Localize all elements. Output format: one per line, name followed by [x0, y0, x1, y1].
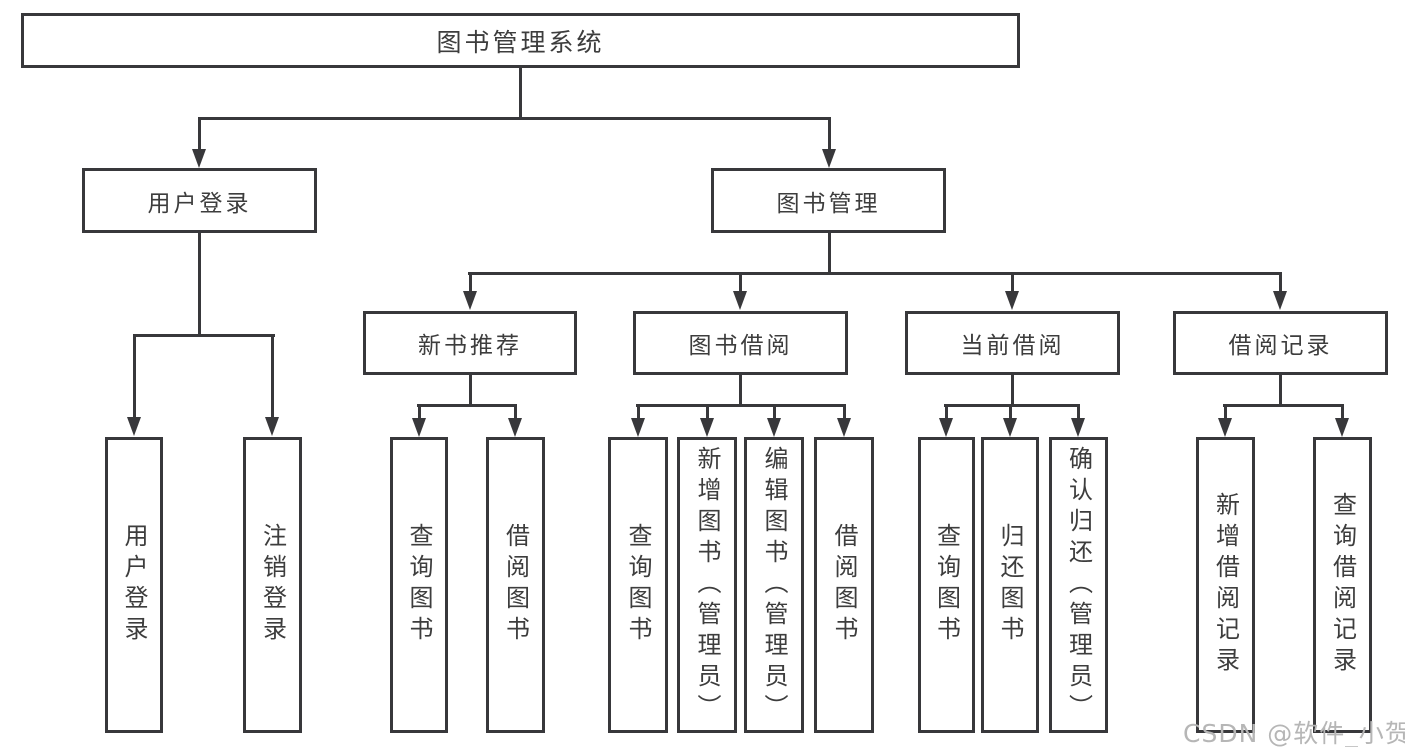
leaf-return-book: 归还图书	[981, 437, 1039, 733]
connector-line	[514, 404, 517, 420]
arrowhead-down	[837, 418, 851, 437]
connector-line	[843, 404, 846, 420]
arrowhead-down	[1003, 418, 1017, 437]
connector-line	[133, 334, 136, 418]
connector-line	[828, 117, 831, 149]
leaf-label: 借阅图书	[501, 523, 530, 647]
connector-line	[418, 404, 421, 420]
leaf-confirm-return-admin: 确认归还（管理员）	[1049, 437, 1108, 733]
node-new-book-recommend: 新书推荐	[363, 311, 577, 375]
connector-line	[739, 272, 742, 292]
arrowhead-down	[700, 418, 714, 437]
leaf-label: 查询图书	[624, 523, 652, 647]
connector-line	[828, 233, 831, 274]
connector-line	[198, 117, 831, 120]
arrowhead-down	[1273, 291, 1287, 310]
node-label: 借阅记录	[1228, 333, 1333, 359]
connector-line	[198, 117, 201, 149]
arrowhead-down	[939, 418, 953, 437]
connector-line	[1341, 404, 1344, 420]
leaf-label: 借阅图书	[830, 523, 858, 647]
node-label: 图书管理系统	[436, 27, 605, 57]
leaf-label: 新增图书（管理员）	[693, 445, 721, 725]
node-label: 新书推荐	[418, 333, 522, 359]
connector-line	[1224, 404, 1227, 420]
arrowhead-down	[1335, 418, 1349, 437]
connector-line	[417, 404, 517, 407]
connector-line	[519, 68, 522, 118]
leaf-label: 查询图书	[405, 523, 433, 647]
connector-line	[1011, 375, 1014, 406]
arrowhead-down	[1218, 418, 1232, 437]
leaf-query-book-2: 查询图书	[608, 437, 668, 733]
leaf-user-login: 用户登录	[105, 437, 163, 733]
leaf-query-borrow-record: 查询借阅记录	[1313, 437, 1372, 733]
connector-line	[1223, 404, 1344, 407]
arrowhead-down	[1005, 291, 1019, 310]
connector-line	[198, 233, 201, 335]
leaf-borrow-book-2: 借阅图书	[814, 437, 874, 733]
connector-line	[636, 404, 846, 407]
node-user-login: 用户登录	[82, 168, 317, 233]
connector-line	[739, 375, 742, 406]
connector-line	[468, 272, 1282, 275]
leaf-label: 用户登录	[120, 523, 148, 647]
connector-line	[637, 404, 640, 420]
node-label: 用户登录	[147, 190, 252, 217]
connector-line	[945, 404, 948, 420]
node-book-management: 图书管理	[711, 168, 946, 233]
leaf-label: 新增借阅记录	[1211, 492, 1240, 678]
leaf-label: 编辑图书（管理员）	[760, 445, 788, 725]
leaf-label: 查询图书	[932, 523, 961, 647]
node-book-borrow: 图书借阅	[633, 311, 848, 375]
arrowhead-down	[1071, 418, 1085, 437]
leaf-label: 注销登录	[258, 523, 287, 647]
arrowhead-down	[265, 417, 279, 436]
arrowhead-down	[767, 418, 781, 437]
arrowhead-down	[192, 149, 206, 168]
connector-line	[1077, 404, 1080, 420]
node-library-system: 图书管理系统	[21, 13, 1020, 68]
leaf-label: 查询借阅记录	[1328, 492, 1357, 678]
connector-line	[1009, 404, 1012, 420]
leaf-label: 确认归还（管理员）	[1064, 445, 1093, 725]
connector-line	[133, 334, 275, 337]
node-label: 图书管理	[776, 190, 881, 217]
arrowhead-down	[822, 149, 836, 168]
connector-line	[1279, 272, 1282, 292]
leaf-label: 归还图书	[996, 523, 1024, 647]
node-borrow-records: 借阅记录	[1173, 311, 1388, 375]
csdn-watermark: CSDN @软件_小贺同学	[1183, 719, 1405, 747]
connector-line	[1279, 375, 1282, 406]
connector-line	[773, 404, 776, 420]
connector-line	[1011, 272, 1014, 292]
leaf-add-borrow-record: 新增借阅记录	[1196, 437, 1255, 733]
arrowhead-down	[733, 291, 747, 310]
leaf-query-book-3: 查询图书	[918, 437, 975, 733]
connector-line	[271, 334, 274, 418]
node-label: 当前借阅	[960, 333, 1065, 359]
connector-line	[469, 272, 472, 292]
arrowhead-down	[508, 418, 522, 437]
arrowhead-down	[631, 418, 645, 437]
leaf-logout: 注销登录	[243, 437, 302, 733]
connector-line	[469, 375, 472, 406]
connector-line	[706, 404, 709, 420]
arrowhead-down	[127, 417, 141, 436]
connector-line	[944, 404, 1080, 407]
arrowhead-down	[463, 291, 477, 310]
leaf-borrow-book-1: 借阅图书	[486, 437, 545, 733]
node-label: 图书借阅	[688, 333, 793, 359]
leaf-query-book-1: 查询图书	[390, 437, 448, 733]
arrowhead-down	[412, 418, 426, 437]
leaf-edit-book-admin: 编辑图书（管理员）	[744, 437, 804, 733]
node-current-borrow: 当前借阅	[905, 311, 1120, 375]
leaf-add-book-admin: 新增图书（管理员）	[677, 437, 737, 733]
